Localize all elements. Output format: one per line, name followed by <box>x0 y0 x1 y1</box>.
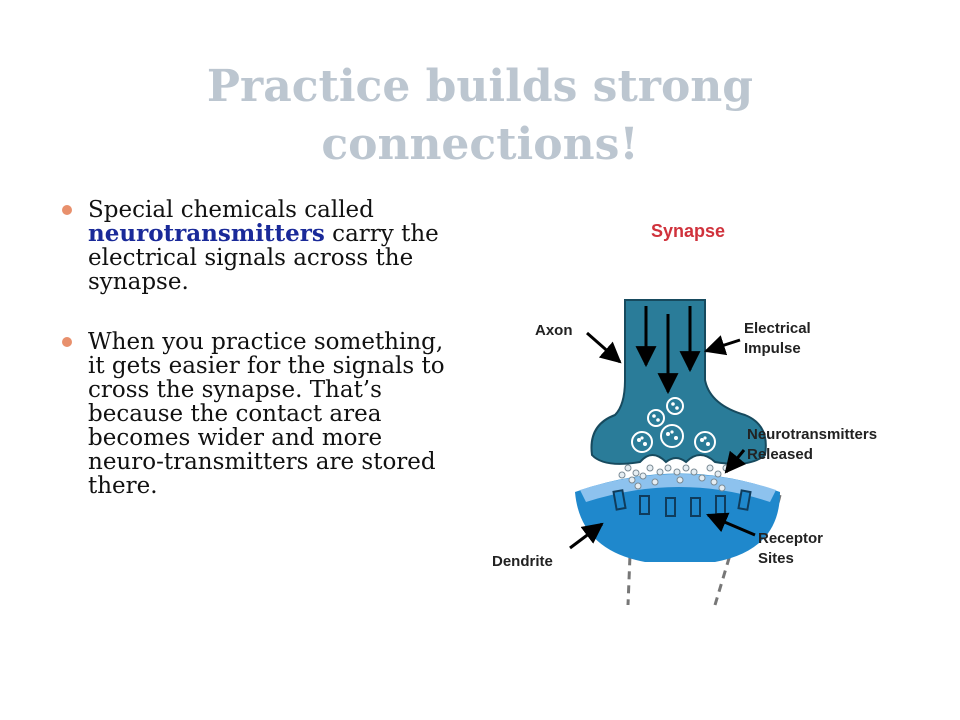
released-neurotransmitters <box>618 464 730 492</box>
slide-title: Practice builds strong connections! <box>130 58 830 174</box>
label-nt-2: Released <box>747 446 813 463</box>
label-pointers <box>569 331 756 550</box>
slide-title-line2: connections! <box>321 119 639 170</box>
receptor-site <box>690 497 701 517</box>
axon-terminal <box>590 299 767 465</box>
nt-pointer <box>724 449 747 474</box>
vesicles <box>631 397 716 453</box>
bullet-text-part2: carry the electrical signals across the … <box>88 221 439 295</box>
bullet-text-practice: When you practice something, it gets eas… <box>88 329 445 499</box>
label-impulse-1: Electrical <box>744 320 811 337</box>
synapse-diagram: Synapse <box>492 221 877 606</box>
receptor-site <box>639 495 650 515</box>
vesicle <box>660 424 684 448</box>
label-receptor-2: Sites <box>758 550 794 567</box>
bullet-item-neurotransmitters: Special chemicals called neurotransmitte… <box>60 198 465 294</box>
keyword-neurotransmitters: neurotransmitters <box>88 220 325 247</box>
bullet-dot-icon <box>62 205 72 215</box>
label-dendrite: Dendrite <box>492 553 553 570</box>
diagram-title: Synapse <box>651 221 725 241</box>
axon-pointer <box>586 331 622 364</box>
vesicle-contents <box>637 402 710 446</box>
dendrite-body <box>575 473 780 562</box>
bullet-list: Special chemicals called neurotransmitte… <box>60 198 465 534</box>
receptor-site <box>737 489 752 511</box>
label-axon: Axon <box>535 322 573 339</box>
bullet-dot-icon <box>62 337 72 347</box>
label-nt-1: Neurotransmitters <box>747 426 877 443</box>
bullet-item-practice: When you practice something, it gets eas… <box>60 330 465 498</box>
receptor-site <box>715 495 726 515</box>
label-impulse-2: Impulse <box>744 340 801 357</box>
vesicle <box>694 431 716 453</box>
label-receptor-1: Receptor <box>758 530 823 547</box>
bullet-text-part1: Special chemicals called <box>88 197 374 223</box>
dendrite-pointer <box>569 522 604 550</box>
impulse-pointer <box>704 335 741 356</box>
receptor-pointer <box>706 512 756 537</box>
vesicle <box>647 409 665 427</box>
slide-title-line1: Practice builds strong <box>206 61 754 112</box>
vesicle <box>666 397 684 415</box>
impulse-arrows <box>635 306 701 395</box>
receptor-site <box>612 489 627 511</box>
vesicle <box>631 431 653 453</box>
receptor-site <box>665 497 676 517</box>
